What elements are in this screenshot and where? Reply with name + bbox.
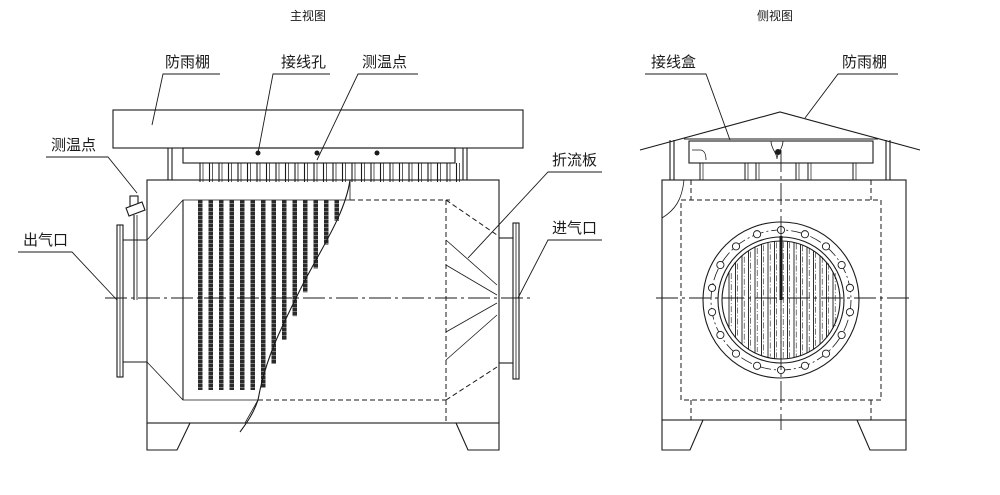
flange-bolts — [708, 225, 854, 375]
heater-tube — [303, 200, 308, 293]
flange-bolt-icon — [800, 230, 809, 239]
flange-bolt-icon — [753, 361, 762, 370]
wiring-holes — [255, 150, 380, 156]
heater-tube — [261, 200, 266, 388]
flange-bolt-icon — [837, 330, 846, 340]
temperature-sensor-icon — [125, 195, 146, 300]
flange-bolt-icon — [716, 260, 725, 270]
front-view — [105, 109, 530, 451]
label-wiring-hole: 接线孔 — [281, 53, 326, 71]
flange-bolt-icon — [716, 330, 725, 340]
flange-bolt-icon — [731, 349, 741, 358]
side-view-title: 侧视图 — [757, 8, 793, 23]
wiring-hole-icon — [374, 150, 380, 156]
flange-bolt-icon — [821, 349, 831, 358]
heater-tubes — [198, 200, 339, 390]
heater-tube — [229, 200, 234, 390]
front-annotations: 防雨棚 接线孔 测温点 测温点 出气口 折流板 进气口 — [18, 53, 602, 301]
insulation-top — [146, 179, 351, 242]
front-leg-left — [146, 422, 191, 451]
flange-bolt-icon — [753, 230, 762, 239]
flange-bolt-icon — [845, 308, 854, 317]
side-main-body — [661, 179, 907, 421]
side-insulation — [661, 179, 685, 219]
side-terminal-studs — [699, 163, 857, 180]
flange-bolt-icon — [800, 361, 809, 370]
heater-tube — [240, 200, 245, 390]
label-air-outlet: 出气口 — [23, 231, 68, 249]
cutaway-line — [239, 179, 351, 433]
label-baffle: 折流板 — [552, 151, 597, 169]
heater-tube — [219, 200, 224, 390]
heater-tube — [334, 200, 339, 221]
heater-tube — [198, 200, 203, 390]
heater-tube — [271, 200, 276, 364]
flange-bolt-icon — [837, 260, 846, 270]
side-rain-cover — [639, 111, 921, 151]
heater-tube — [250, 200, 255, 390]
heater-tube — [208, 200, 213, 390]
heater-tube — [292, 200, 297, 317]
flange-bolt-icon — [821, 242, 831, 251]
label-air-inlet: 进气口 — [552, 219, 597, 237]
flange-bolt-icon — [845, 283, 854, 292]
flange-bolt-icon — [708, 308, 717, 317]
side-leg-left — [661, 419, 704, 451]
insulation-bottom — [146, 360, 259, 424]
wiring-hole-icon — [314, 150, 320, 156]
front-leg-right — [455, 422, 500, 451]
heater-tube — [313, 200, 318, 269]
terminal-rods — [199, 163, 460, 182]
label-rain-cover: 防雨棚 — [165, 53, 210, 71]
baffle-plates — [445, 199, 498, 401]
label-junction-box: 接线盒 — [651, 53, 696, 71]
flange-bolt-icon — [731, 242, 741, 251]
front-view-title: 主视图 — [290, 8, 326, 23]
heater-tube — [282, 200, 287, 340]
label-side-rain-cover: 防雨棚 — [842, 53, 887, 71]
label-temp-point-left: 测温点 — [51, 136, 96, 154]
side-annotations: 接线盒 防雨棚 — [645, 53, 898, 141]
front-rain-cover — [112, 109, 524, 149]
flange-bolt-icon — [708, 283, 717, 292]
side-leg-right — [856, 419, 907, 451]
side-view — [639, 111, 921, 451]
front-junction-box — [182, 147, 456, 164]
label-temp-point-top: 测温点 — [362, 53, 407, 71]
heater-tube — [324, 200, 329, 245]
